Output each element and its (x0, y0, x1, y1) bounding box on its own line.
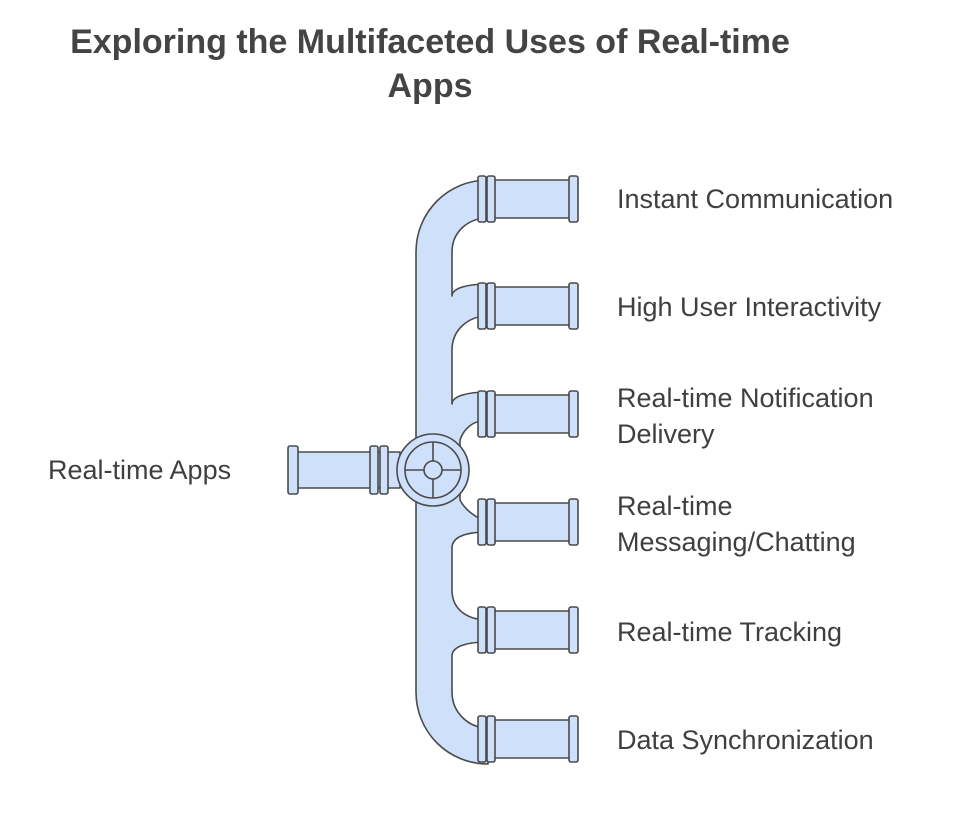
branch-label-5-line-1: Real-time Tracking (617, 617, 843, 647)
branch-label-3-line-2: Delivery (617, 419, 715, 449)
branch-end-flange-4 (568, 498, 579, 546)
branch-label-2: High User Interactivity (617, 289, 881, 325)
branch-label-1: Instant Communication (617, 181, 893, 217)
branch-label-3-line-1: Real-time Notification (617, 383, 874, 413)
branch-label-4-line-2: Messaging/Chatting (617, 527, 856, 557)
branch-flange-6a (477, 715, 487, 763)
branch-flange-5b (486, 606, 496, 654)
branch-flange-3b (486, 390, 496, 438)
branch-flange-1a (477, 175, 487, 223)
title-line-2: Apps (387, 67, 473, 105)
branch-label-2-line-1: High User Interactivity (617, 292, 882, 322)
branch-flange-4b (486, 498, 496, 546)
branch-pipe-3 (487, 394, 573, 434)
branch-end-flange-5 (568, 606, 579, 654)
source-end-flange (287, 445, 299, 495)
branch-flange-5a (477, 606, 487, 654)
branch-label-6-line-1: Data Synchronization (617, 725, 874, 755)
branch-pipe-6 (487, 719, 573, 759)
source-flange-a (369, 445, 379, 495)
branch-pipe-4 (487, 502, 573, 542)
branch-label-1-line-1: Instant Communication (617, 184, 894, 214)
branch-label-6: Data Synchronization (617, 722, 874, 758)
branch-end-flange-6 (568, 715, 579, 763)
source-label: Real-time Apps (48, 455, 232, 485)
branch-flange-2b (486, 282, 496, 330)
branch-pipe-2 (487, 286, 573, 326)
branch-flange-3a (477, 390, 487, 438)
branch-end-flange-1 (568, 175, 579, 223)
branch-flange-2a (477, 282, 487, 330)
diagram-title: Exploring the Multifaceted Uses of Real-… (0, 20, 860, 108)
branch-end-flange-3 (568, 390, 579, 438)
branch-pipe-1 (487, 179, 573, 219)
branch-flange-4a (477, 498, 487, 546)
branch-label-3: Real-time Notification Delivery (617, 380, 874, 452)
branch-pipe-5 (487, 610, 573, 650)
valve-hub (423, 460, 443, 480)
branch-end-flange-2 (568, 282, 579, 330)
title-line-1: Exploring the Multifaceted Uses of Real-… (70, 23, 790, 61)
source-flange-b (379, 445, 389, 495)
branch-label-5: Real-time Tracking (617, 614, 842, 650)
branch-flange-1b (486, 175, 496, 223)
branch-label-4: Real-time Messaging/Chatting (617, 488, 856, 560)
branch-flange-6b (486, 715, 496, 763)
branch-label-4-line-1: Real-time (617, 491, 733, 521)
